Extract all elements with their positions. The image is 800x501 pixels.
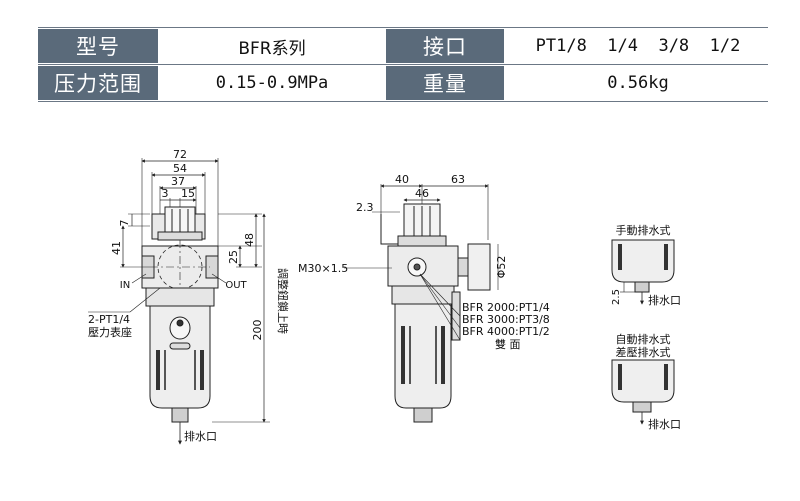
side-view-labels: 40 63 46 2.3 M30×1.5 Φ52 BFR 2000:PT1/4 … [298, 173, 550, 351]
thread-spec: M30×1.5 [298, 262, 348, 275]
front-view-labels: 72 54 37 3 15 7 41 25 48 200 調整鈕鎖上時 IN O… [88, 148, 290, 443]
auto-drain-outlet: 排水口 [648, 417, 681, 431]
pressure-range-value: 0.15-0.9MPa [162, 66, 382, 100]
manual-drain-title: 手動排水式 [616, 223, 671, 237]
knob-locked-label: 調整鈕鎖上時 [276, 268, 290, 334]
dim-2-3: 2.3 [356, 201, 374, 214]
gauge-port-label: 壓力表座 [88, 325, 132, 339]
table-top-rule [38, 27, 768, 28]
model-2000-port: BFR 2000:PT1/4 [462, 301, 550, 314]
drain-types-labels: 手動排水式 2.5 排水口 自動排水式 差壓排水式 排水口 [611, 223, 681, 431]
auto-drain-title: 自動排水式 [616, 332, 671, 346]
weight-value: 0.56kg [508, 66, 768, 100]
model-header: 型号 [38, 29, 158, 63]
dim-41: 41 [110, 241, 123, 255]
port-in-label: IN [120, 280, 130, 291]
dim-40: 40 [395, 173, 409, 186]
diff-pressure-drain-title: 差壓排水式 [616, 345, 671, 359]
dim-200: 200 [251, 320, 264, 341]
manual-drain-outlet: 排水口 [648, 293, 681, 307]
spec-table: 型号 BFR系列 接口 PT1/8 1/4 3/8 1/2 压力范围 0.15-… [38, 27, 768, 102]
dim-25: 25 [227, 250, 240, 264]
dim-63: 63 [451, 173, 465, 186]
dim-48: 48 [243, 233, 256, 247]
table-mid-rule [38, 64, 768, 65]
dim-7: 7 [118, 220, 131, 227]
gauge-diameter: Φ52 [495, 256, 508, 279]
dim-54: 54 [173, 162, 187, 175]
model-3000-port: BFR 3000:PT3/8 [462, 313, 550, 326]
port-header: 接口 [386, 29, 504, 63]
model-4000-port: BFR 4000:PT1/2 [462, 325, 550, 338]
dim-37: 37 [171, 175, 185, 188]
front-view [88, 158, 270, 445]
pressure-range-header: 压力范围 [38, 66, 158, 100]
dim-3: 3 [162, 187, 169, 200]
dim-46: 46 [415, 187, 429, 200]
table-bottom-rule [38, 101, 768, 102]
model-value: BFR系列 [162, 29, 382, 63]
dim-72: 72 [173, 148, 187, 161]
dim-15: 15 [181, 187, 195, 200]
manual-drain-dim: 2.5 [611, 289, 622, 305]
side-view [344, 184, 499, 423]
drain-types [611, 239, 675, 425]
weight-header: 重量 [386, 66, 504, 100]
port-value: PT1/8 1/4 3/8 1/2 [508, 29, 768, 63]
two-sides-label: 雙 面 [495, 338, 521, 351]
port-out-label: OUT [225, 280, 247, 291]
gauge-port-spec: 2-PT1/4 [88, 313, 130, 326]
front-drain-label: 排水口 [184, 429, 217, 443]
